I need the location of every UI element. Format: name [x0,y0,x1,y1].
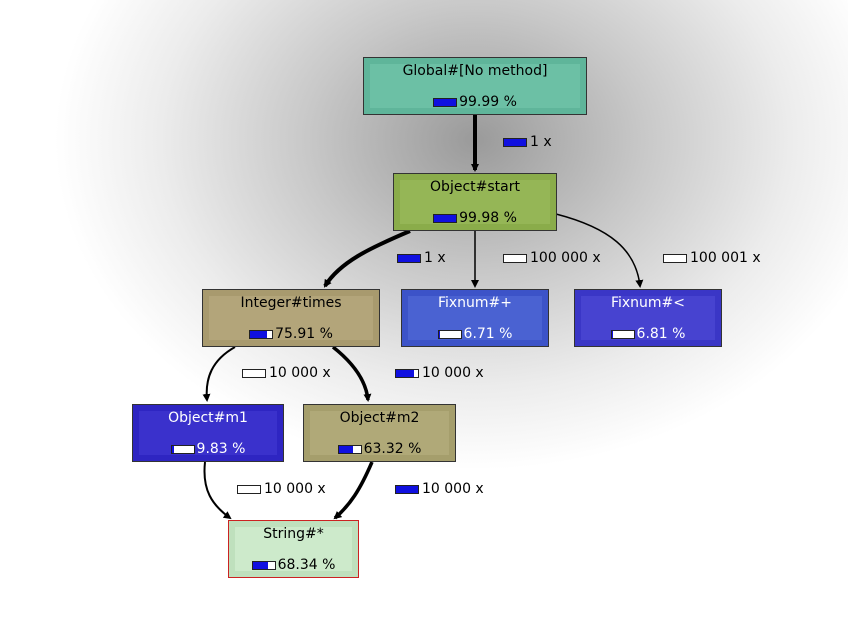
node-name: Object#m1 [168,410,248,426]
edge-start-times [323,229,411,288]
node-name: Fixnum#< [610,295,686,311]
edge-times-m2 [331,345,372,402]
call-count: 1 x [424,250,446,266]
call-count-bar [237,484,261,494]
percentage-label: 6.81 % [636,326,686,342]
percentage-label: 9.83 % [196,441,246,457]
node-name: String#* [263,526,324,542]
node-fixnum-less-than[interactable]: Fixnum#< 6.81 % [574,289,722,347]
percentage-label: 75.91 % [275,326,333,342]
percentage-bar [337,444,362,454]
node-fixnum-plus[interactable]: Fixnum#+ 6.71 % [401,289,549,347]
percentage-bar [249,329,274,339]
call-count-bar [503,137,527,147]
node-object-start[interactable]: Object#start 99.98 % [393,173,557,231]
call-count-bar [395,484,419,494]
call-count: 10 000 x [264,481,326,497]
call-count-bar [397,253,421,263]
node-name: Global#[No method] [402,63,548,79]
node-object-m1[interactable]: Object#m1 9.83 % [132,404,284,462]
node-integer-times[interactable]: Integer#times 75.91 % [202,289,380,347]
call-count: 10 000 x [269,365,331,381]
edge-m1-str [203,461,232,520]
percentage-bar [170,444,195,454]
edge-start-lt [555,213,644,288]
percentage-label: 63.32 % [363,441,422,457]
percentage-label: 99.98 % [459,210,517,226]
edge-label-m1-str: 10 000 x [237,481,326,497]
edge-label-start-plus: 100 000 x [503,250,601,266]
node-name: Object#m2 [339,410,420,426]
percentage-bar [437,329,462,339]
percentage-bar [251,560,276,570]
call-count: 100 001 x [690,250,761,266]
node-name: Integer#times [240,295,342,311]
node-name: Object#start [430,179,520,195]
percentage-bar [610,329,635,339]
node-global-no-method[interactable]: Global#[No method] 99.99 % [363,57,587,115]
percentage-label: 99.99 % [459,94,517,110]
node-object-m2[interactable]: Object#m2 63.32 % [303,404,456,462]
edge-times-m1 [202,346,236,402]
percentage-bar [433,97,458,107]
percentage-label: 6.71 % [463,326,513,342]
edge-label-global-start: 1 x [503,134,552,150]
percentage-bar [433,213,458,223]
call-count: 10 000 x [422,365,484,381]
call-count-bar [663,253,687,263]
edge-label-times-m1: 10 000 x [242,365,331,381]
node-name: Fixnum#+ [437,295,513,311]
call-count-bar [503,253,527,263]
call-count: 100 000 x [530,250,601,266]
edge-label-start-lt: 100 001 x [663,250,761,266]
edge-label-m2-str: 10 000 x [395,481,484,497]
edge-label-times-m2: 10 000 x [395,365,484,381]
call-count-bar [395,368,419,378]
call-count-bar [242,368,266,378]
edge-m2-str [333,461,374,520]
edge-label-start-times: 1 x [397,250,446,266]
node-string-multiply[interactable]: String#* 68.34 % [228,520,359,578]
call-count: 10 000 x [422,481,484,497]
call-count: 1 x [530,134,552,150]
percentage-label: 68.34 % [277,557,336,573]
